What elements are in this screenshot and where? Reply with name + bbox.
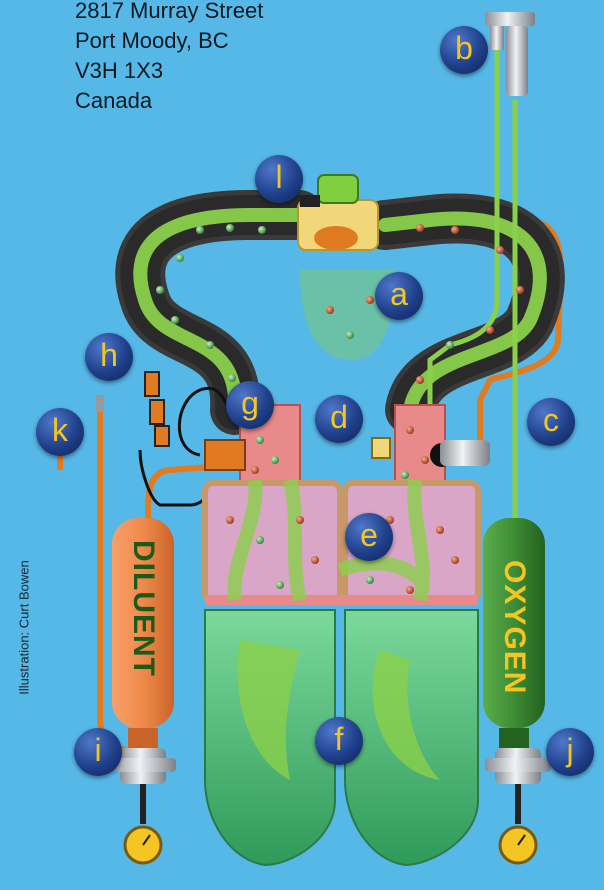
badge-h-text: h: [85, 333, 133, 377]
badge-a: a: [375, 272, 423, 320]
badge-c-text: c: [527, 398, 575, 442]
badge-g-text: g: [226, 381, 274, 425]
illustration-credit: Illustration: Curt Bowen: [17, 558, 32, 698]
badge-d-text: d: [315, 395, 363, 439]
badge-k-text: k: [36, 408, 84, 452]
badge-i-text: i: [74, 728, 122, 772]
badge-l: l: [255, 155, 303, 203]
regulator-oxygen: [485, 748, 551, 863]
address-block: 2817 Murray Street Port Moody, BC V3H 1X…: [75, 0, 263, 116]
badge-f: f: [315, 717, 363, 765]
handset-displays: [145, 372, 169, 446]
oxygen-label: OXYGEN: [497, 560, 531, 694]
badge-h: h: [85, 333, 133, 381]
badge-d: d: [315, 395, 363, 443]
oxygen-gauge-fitting: [485, 12, 535, 96]
badge-b-text: b: [440, 26, 488, 70]
badge-j: j: [546, 728, 594, 776]
badge-a-text: a: [375, 272, 423, 316]
badge-b: b: [440, 26, 488, 74]
badge-e: e: [345, 513, 393, 561]
address-line-3: V3H 1X3: [75, 56, 263, 86]
badge-l-text: l: [255, 155, 303, 199]
diluent-label: DILUENT: [126, 540, 160, 677]
address-line-2: Port Moody, BC: [75, 26, 263, 56]
badge-f-text: f: [315, 717, 363, 761]
badge-e-text: e: [345, 513, 393, 557]
address-line-1: 2817 Murray Street: [75, 0, 263, 26]
badge-k: k: [36, 408, 84, 456]
address-line-4: Canada: [75, 86, 263, 116]
badge-j-text: j: [546, 728, 594, 772]
badge-i: i: [74, 728, 122, 776]
badge-g: g: [226, 381, 274, 429]
badge-c: c: [527, 398, 575, 446]
